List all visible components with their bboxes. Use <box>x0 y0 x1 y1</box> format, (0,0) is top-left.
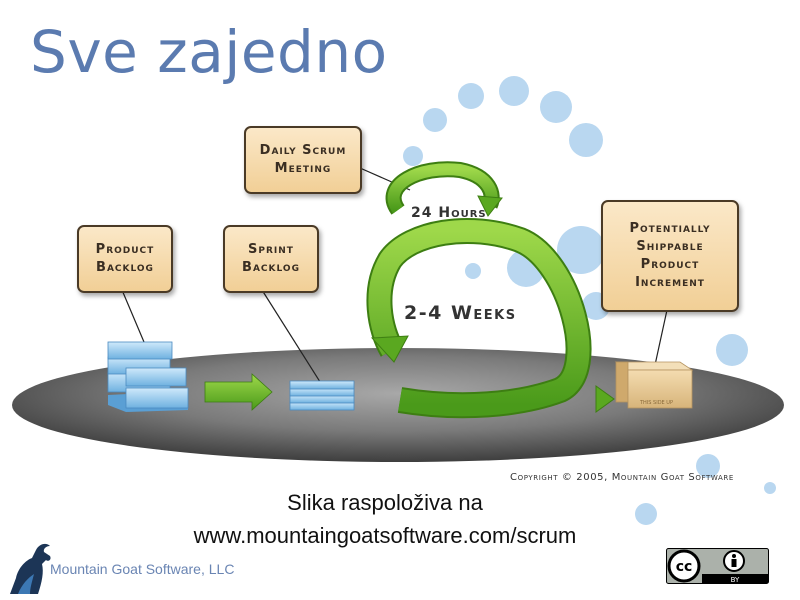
daily-cycle-label: 24 Hours <box>411 205 487 221</box>
sprint-backlog-stack <box>289 380 355 411</box>
sprint-backlog-label: Sprint Backlog <box>223 225 319 293</box>
increment-label: Potentially Shippable Product Increment <box>601 200 739 312</box>
cc-by-license-badge[interactable]: cc BY <box>666 548 769 584</box>
daily-scrum-label: Daily Scrum Meeting <box>244 126 362 194</box>
box-label: THIS SIDE UP <box>639 400 673 406</box>
by-label: BY <box>731 576 740 584</box>
image-caption: Slika raspoloživa na www.mountaingoatsof… <box>150 486 620 552</box>
sprint-cycle-arrow <box>366 218 615 419</box>
person-icon <box>732 554 736 558</box>
caption-line-1: Slika raspoloživa na <box>287 490 483 515</box>
sprint-cycle-label: 2-4 Weeks <box>404 302 517 324</box>
slide-title: Sve zajedno <box>30 18 388 86</box>
caption-url: www.mountaingoatsoftware.com/scrum <box>193 523 577 548</box>
backlog-arrow <box>204 373 273 411</box>
cc-icon: cc <box>676 559 693 575</box>
connector-lines <box>121 167 668 386</box>
diagram-copyright: Copyright © 2005, Mountain Goat Software <box>510 472 734 483</box>
footer-company: Mountain Goat Software, LLC <box>50 561 235 577</box>
platform <box>12 348 784 462</box>
product-backlog-stack <box>107 341 189 412</box>
product-backlog-label: Product Backlog <box>77 225 173 293</box>
daily-cycle-arrow <box>385 161 503 217</box>
increment-boxes: THIS SIDE UP <box>614 361 694 409</box>
mountain-goat-logo <box>10 543 51 594</box>
